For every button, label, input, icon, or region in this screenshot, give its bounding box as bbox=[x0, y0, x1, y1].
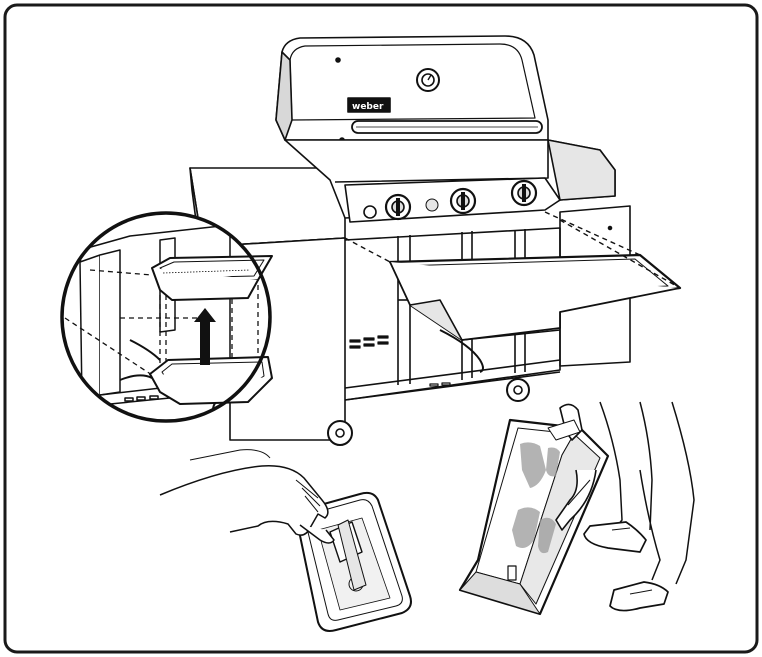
left-hand-with-drip-pan bbox=[159, 449, 412, 632]
person-legs bbox=[583, 401, 695, 612]
right-hand-with-grease-tray bbox=[458, 403, 610, 616]
burner-knob-3 bbox=[510, 179, 538, 207]
arrow-up-icon bbox=[194, 308, 216, 365]
tray-guide-lines bbox=[344, 211, 681, 289]
grease-stains bbox=[512, 442, 560, 554]
grill-lid: weber bbox=[275, 35, 549, 143]
drip-pan-holder bbox=[149, 356, 273, 405]
drip-pan-lifted bbox=[151, 255, 273, 301]
burner-knob-2 bbox=[449, 187, 477, 215]
igniter-button bbox=[363, 205, 377, 219]
vent-slots bbox=[349, 335, 451, 387]
burner-knob-1 bbox=[384, 193, 412, 221]
grease-tray-pulled-out bbox=[388, 253, 682, 341]
detail-zoom-circle bbox=[60, 211, 273, 423]
brand-logo-plate bbox=[347, 97, 391, 113]
caster-wheels bbox=[327, 378, 530, 446]
grill-body bbox=[284, 139, 616, 223]
brand-logo-text: weber bbox=[352, 102, 384, 112]
